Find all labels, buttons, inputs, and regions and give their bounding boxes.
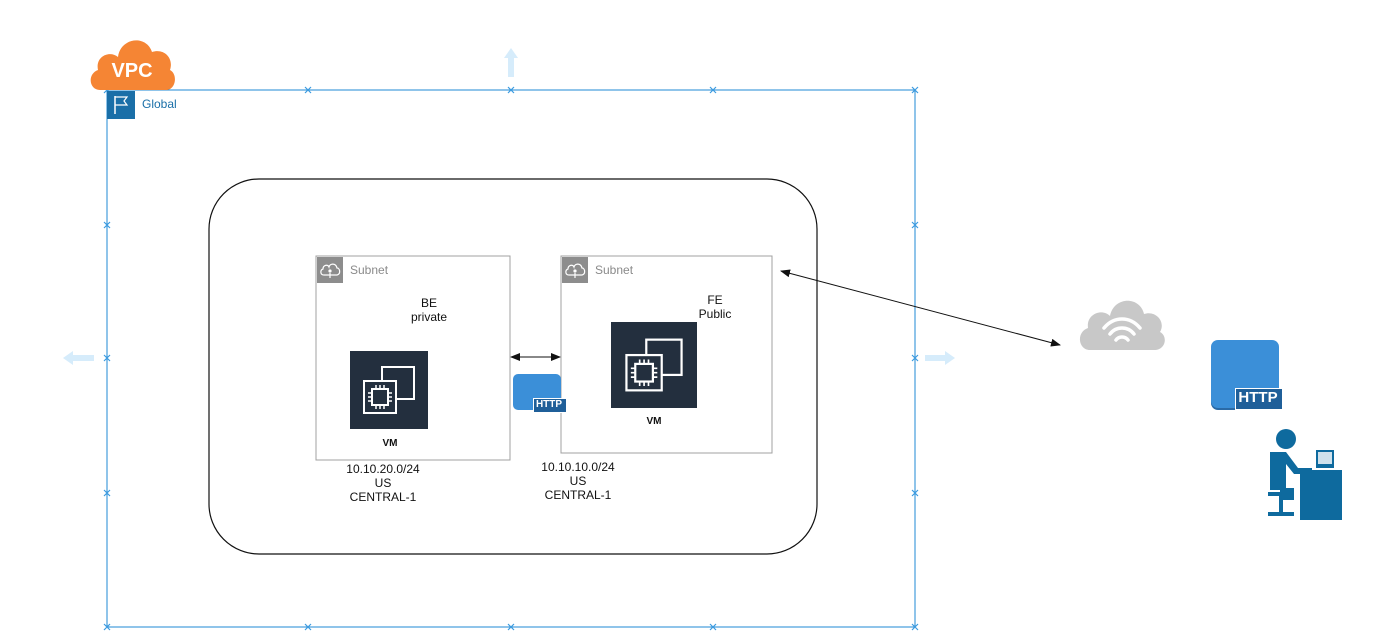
be-region-line2: CENTRAL-1 xyxy=(349,490,417,504)
subnet-cloud-icon xyxy=(317,257,343,283)
fe-cidr: 10.10.10.0/24 xyxy=(541,460,615,474)
internet-link-arrow xyxy=(780,269,1061,347)
fe-region-line2: CENTRAL-1 xyxy=(544,488,612,502)
user-at-desk-icon xyxy=(1264,428,1342,520)
subnet-fe-role: FE Public xyxy=(676,293,754,321)
connect-arrows xyxy=(63,48,955,365)
be-role-line1: BE xyxy=(420,296,437,310)
fe-role-line2: Public xyxy=(698,307,732,321)
subnet-cloud-icon xyxy=(562,257,588,283)
http-protocol-icon: HTTP xyxy=(1211,340,1283,410)
selection-handles xyxy=(103,86,919,631)
subnet-be-cidr: 10.10.20.0/24 US CENTRAL-1 xyxy=(333,462,433,504)
internet-cloud-wifi-icon xyxy=(1076,290,1168,352)
be-role-line2: private xyxy=(410,310,448,324)
fe-role-line1: FE xyxy=(707,293,723,307)
http-badge-external: HTTP xyxy=(1238,389,1278,406)
fe-region-line1: US xyxy=(569,474,587,488)
vpc-cloud-icon: VPC xyxy=(86,30,178,92)
be-region-line1: US xyxy=(374,476,392,490)
subnet-be-role: BE private xyxy=(390,296,468,324)
ec2-instance-icon xyxy=(350,351,428,429)
subnet-be-label: Subnet xyxy=(350,263,389,277)
region-container xyxy=(208,178,818,555)
region-label: Global xyxy=(142,97,177,111)
ec2-instance-icon xyxy=(611,322,697,408)
vm-fe-label: VM xyxy=(646,416,662,427)
subnet-fe-label: Subnet xyxy=(595,263,634,277)
vm-be-label: VM xyxy=(382,438,398,449)
subnet-fe-cidr: 10.10.10.0/24 US CENTRAL-1 xyxy=(528,460,628,502)
http-badge-small: HTTP xyxy=(535,399,563,410)
http-protocol-icon: HTTP xyxy=(513,374,567,413)
region-flag-icon xyxy=(107,91,135,119)
vpc-badge-label: VPC xyxy=(111,60,153,82)
be-cidr: 10.10.20.0/24 xyxy=(346,462,420,476)
